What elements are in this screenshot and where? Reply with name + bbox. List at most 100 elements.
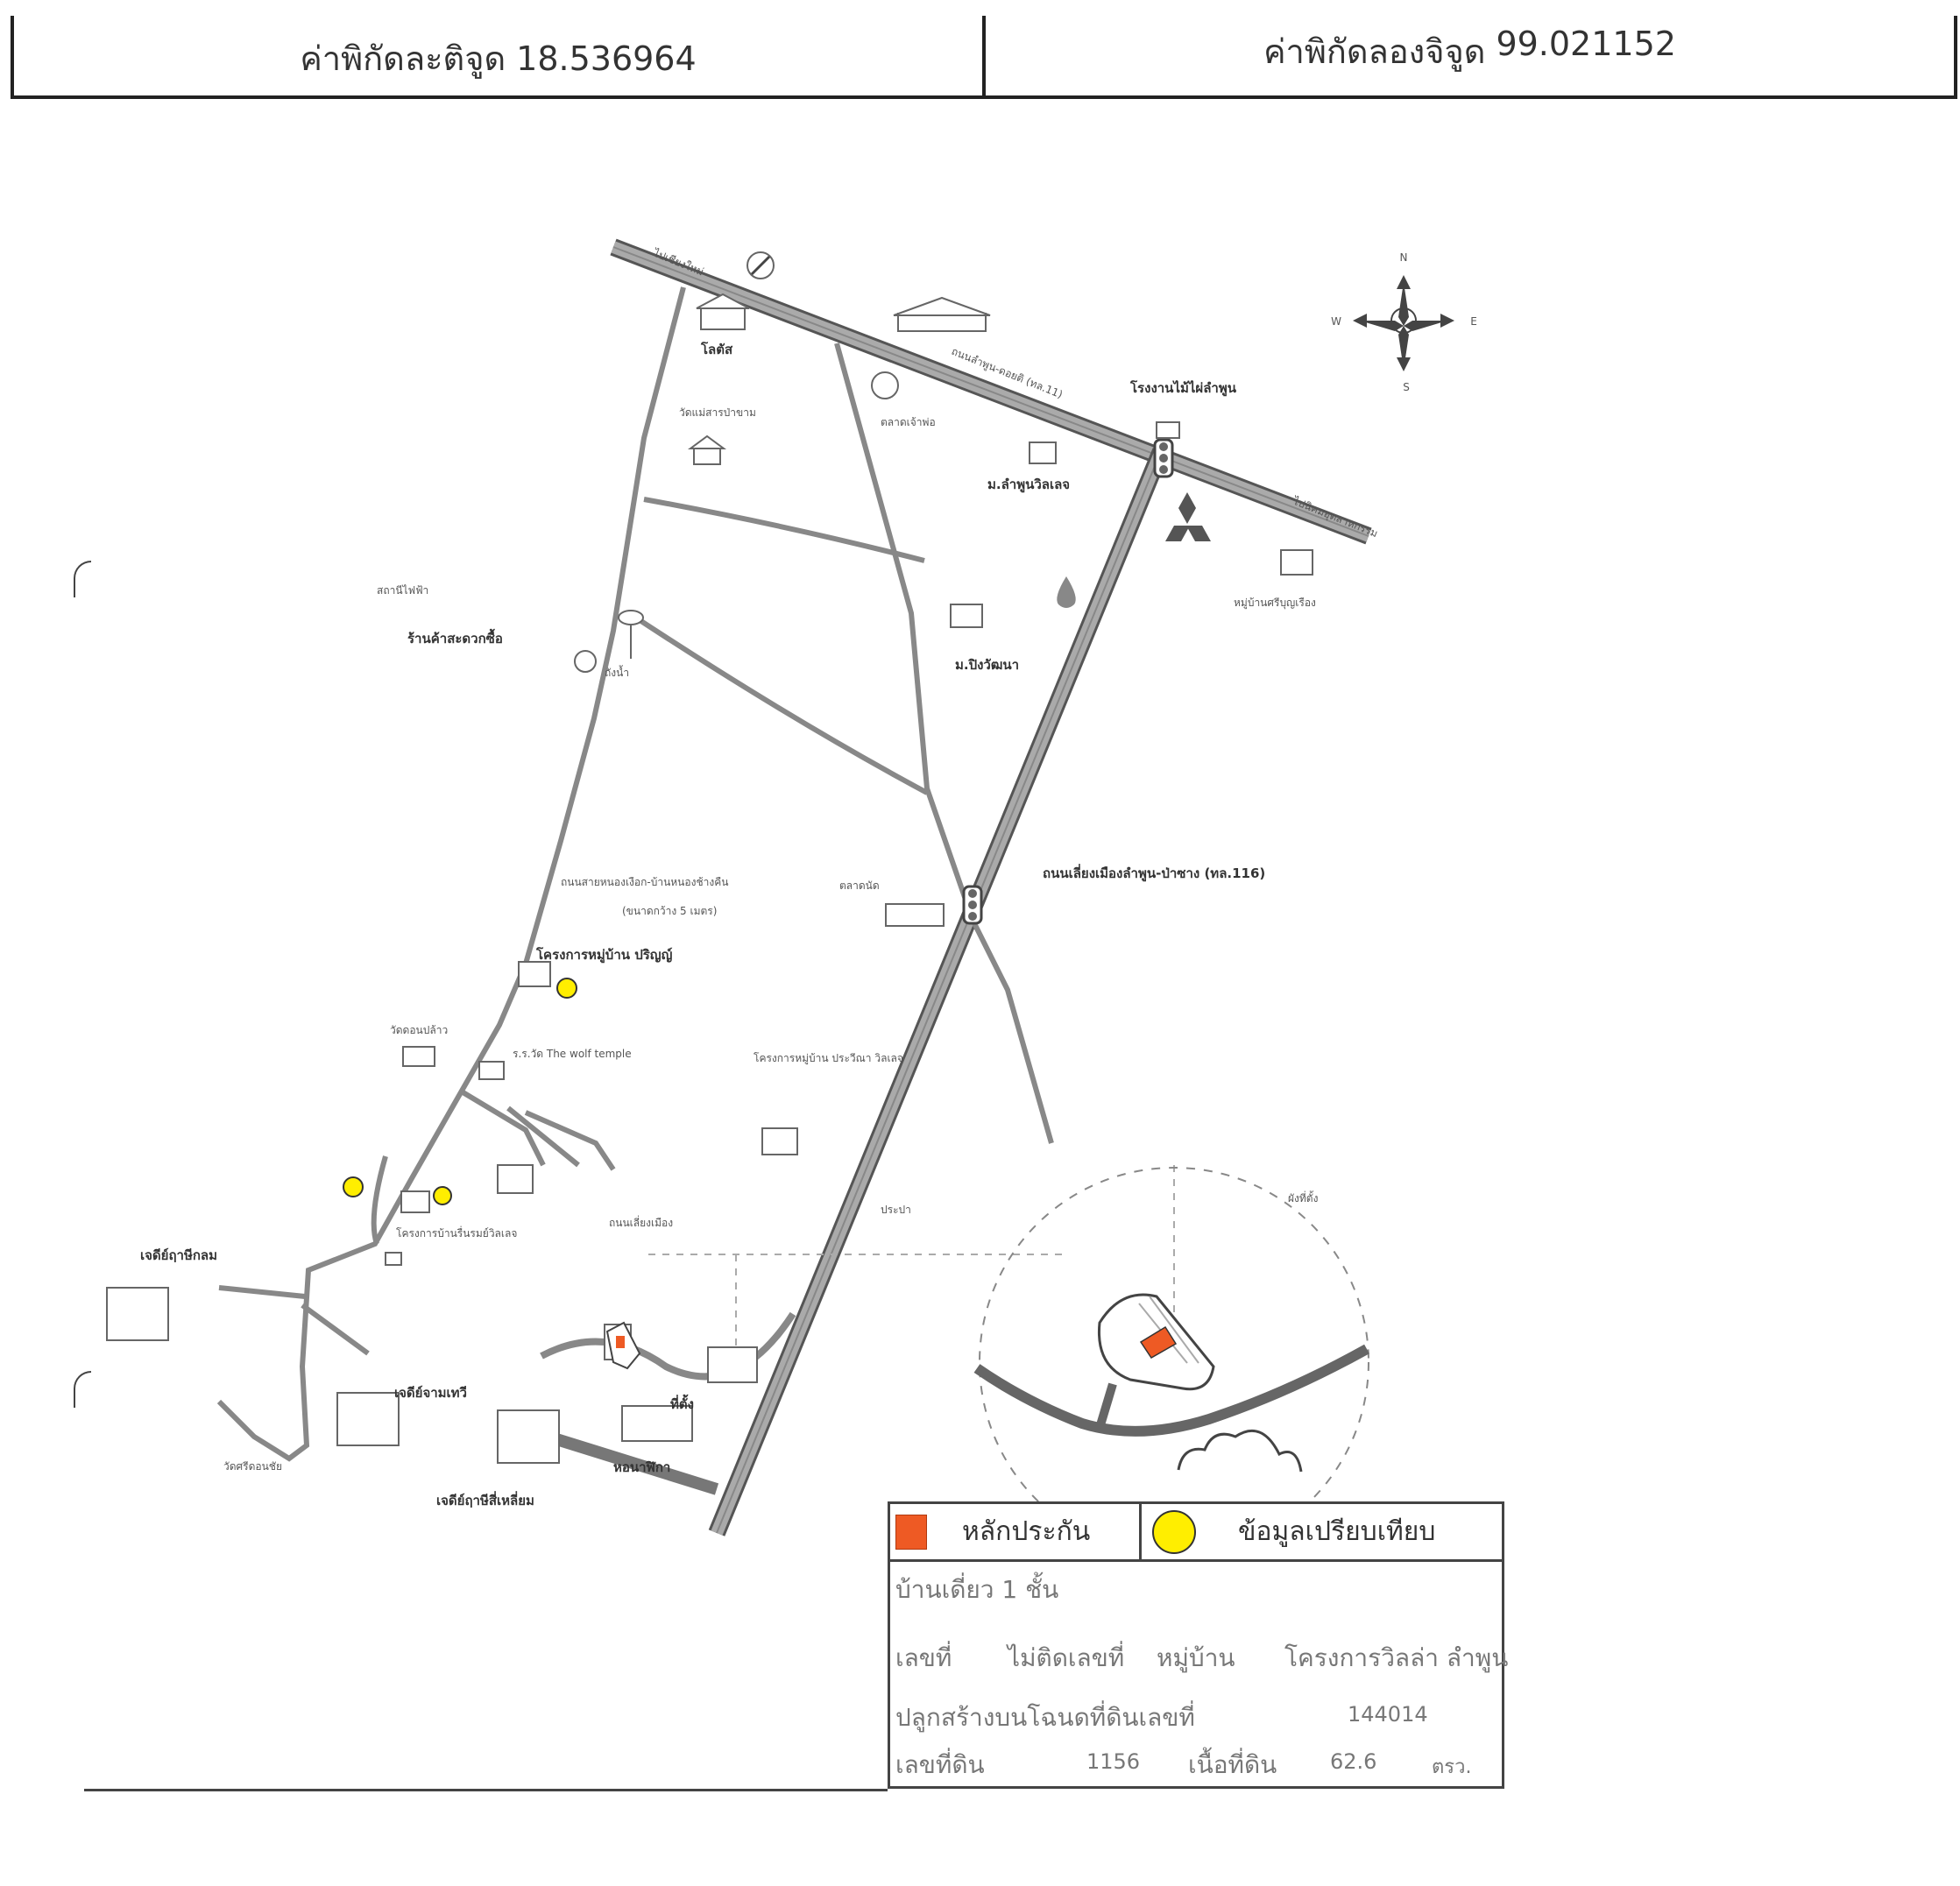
clock-tower-icon: [621, 1405, 693, 1442]
traffic-light-icon: [1153, 438, 1174, 478]
legend-table: หลักประกัน ข้อมูลเปรียบเทียบ บ้านเดี่ยว …: [888, 1501, 1508, 1789]
label-project-1: โครงการหมู่บ้าน ปริญญ์: [535, 946, 673, 964]
legend-number-row: เลขที่ ไม่ติดเลขที่ หมู่บ้าน โครงการวิลล…: [895, 1639, 1508, 1674]
traffic-light-icon: [962, 885, 983, 925]
land-no-value: 1156: [1086, 1749, 1141, 1774]
label-school: ร.ร.วัด The wolf temple: [513, 1048, 632, 1060]
guide-lines: [648, 1165, 1175, 1367]
secondary-roads: [216, 286, 1054, 1462]
label-highway-right: ถนนเลี่ยงเมืองลำพูน-ป่าซาง (ทล.116): [1043, 864, 1265, 882]
lotus-store-icon: [700, 306, 746, 330]
land-no-label: เลขที่ดิน: [895, 1750, 985, 1779]
legend-building-type: บ้านเดี่ยว 1 ชั้น: [895, 1575, 1059, 1604]
label-project-3: โครงการบ้านรื่นรมย์วิลเลจ: [396, 1226, 517, 1240]
label-school-s: วัดศรีดอนชัย: [223, 1460, 282, 1473]
longitude-label: ค่าพิกัดลองจิจูด: [1263, 32, 1486, 71]
pagoda-icon: [106, 1287, 169, 1341]
no-entry-icon: [750, 255, 771, 276]
label-lotus: โลตัส: [700, 341, 733, 357]
village-value: โครงการวิลล่า ลำพูน: [1284, 1643, 1509, 1672]
lotus-store-icon: [696, 293, 750, 309]
label-village-mid: ม.ลำพูนวิลเลจ: [987, 477, 1070, 493]
collateral-swatch: [895, 1514, 927, 1550]
area-value: 62.6: [1330, 1749, 1377, 1774]
school-icon: [478, 1061, 505, 1080]
label-hospital: ตลาดเจ้าพ่อ: [881, 416, 936, 428]
label-temple-mid: วัดดอนปล้าว: [390, 1024, 448, 1036]
label-road-south: ถนนเลี่ยงเมือง: [609, 1215, 673, 1229]
temple-icon: [687, 434, 727, 449]
label-village-ne: หมู่บ้านศรีบุญเรือง: [1234, 597, 1316, 610]
legend-collateral: หลักประกัน: [890, 1504, 1142, 1559]
compass-s: S: [1403, 381, 1410, 393]
label-water-tower: ถังน้ำ: [605, 665, 629, 679]
compass-w: W: [1331, 315, 1341, 328]
deed-label: ปลูกสร้างบนโฉนดที่ดินเลขที่: [895, 1703, 1195, 1732]
village-house-icon: [518, 961, 551, 987]
market-building-icon: [893, 296, 991, 316]
globe-icon: [574, 650, 597, 673]
compass-e: E: [1470, 315, 1477, 328]
water-tower-icon: [618, 610, 644, 625]
pagoda-icon: [336, 1392, 400, 1446]
comparison-label: ข้อมูลเปรียบเทียบ: [1238, 1516, 1436, 1547]
area-unit: ตรว.: [1432, 1756, 1472, 1778]
label-road-west: ถนนสายหนองเงือก-บ้านหนองช้างคืน: [561, 876, 728, 888]
inset-site-plan: [973, 1167, 1369, 1558]
highway-bypass: [708, 448, 1170, 1536]
comparison-swatch: [1152, 1509, 1196, 1554]
village-house-icon: [707, 1346, 758, 1383]
label-shrine-1: เจดีย์ฤาษีกลม: [140, 1247, 217, 1263]
village-house-icon: [761, 1127, 798, 1155]
label-temple-top: วัดแม่สารป่าขาม: [679, 406, 756, 419]
village-house-icon: [497, 1164, 534, 1194]
village-label: หมู่บ้าน: [1157, 1643, 1235, 1672]
label-building-s: หอนาฬิกา: [613, 1459, 670, 1475]
pagoda-icon: [497, 1409, 560, 1464]
latitude-cell: ค่าพิกัดละติจูด 18.536964: [14, 16, 986, 95]
label-factory: โรงงานไม้ไผ่ลำพูน: [1129, 379, 1237, 397]
label-pea: สถานีไฟฟ้า: [377, 584, 428, 597]
legend-deed-row: ปลูกสร้างบนโฉนดที่ดินเลขที่ 144014: [895, 1699, 1500, 1734]
landmark-icons: [106, 251, 1313, 1464]
comparison-marker: [433, 1186, 452, 1205]
deed-value: 144014: [1348, 1702, 1428, 1727]
label-shrine-2: เจดีย์จามเทวี: [394, 1385, 467, 1401]
legend-land-row: เลขที่ดิน 1156 เนื้อที่ดิน 62.6 ตรว.: [895, 1746, 1500, 1781]
label-shop: ร้านค้าสะดวกซื้อ: [407, 628, 503, 646]
longitude-value: 99.021152: [1496, 25, 1676, 63]
latitude-label: ค่าพิกัดละติจูด: [300, 39, 506, 78]
comparison-marker: [343, 1176, 364, 1197]
footer-rule: [84, 1789, 888, 1791]
highway-top: [610, 238, 1372, 545]
label-market: ตลาดนัด: [839, 879, 880, 892]
brand-logo-icon: [1165, 492, 1211, 541]
hospital-icon: [871, 371, 899, 399]
gas-station-icon: [1057, 576, 1076, 608]
collateral-label: หลักประกัน: [962, 1516, 1091, 1547]
latitude-value: 18.536964: [516, 39, 697, 78]
shophouse-icon: [885, 903, 945, 927]
coordinate-header: ค่าพิกัดละติจูด 18.536964 ค่าพิกัดลองจิจ…: [11, 16, 1957, 99]
number-label: เลขที่: [895, 1643, 952, 1672]
village-house-icon: [1280, 549, 1313, 576]
temple-icon: [402, 1046, 435, 1067]
compass-rose-icon: [1353, 275, 1454, 371]
village-house-icon: [1029, 441, 1057, 464]
label-village-mid2: ม.ปิงวัฒนา: [955, 657, 1019, 673]
village-house-icon: [400, 1190, 430, 1213]
label-project-2: โครงการหมู่บ้าน ประวีณา วิลเลจ: [754, 1052, 903, 1065]
collateral-marker-inset: [1139, 1325, 1178, 1359]
compass-n: N: [1400, 251, 1408, 264]
factory-icon: [1156, 421, 1180, 439]
label-site: ที่ตั้ง: [670, 1394, 694, 1412]
label-inset: ผังที่ตั้ง: [1288, 1190, 1318, 1204]
collateral-marker: [616, 1336, 625, 1348]
village-house-icon: [950, 604, 983, 628]
label-shrine-3: เจดีย์ฤาษีสี่เหลี่ยม: [436, 1491, 534, 1508]
pavilion-icon: [385, 1252, 402, 1266]
area-label: เนื้อที่ดิน: [1188, 1750, 1277, 1779]
legend-header-row: หลักประกัน ข้อมูลเปรียบเทียบ: [890, 1504, 1502, 1562]
legend-comparison: ข้อมูลเปรียบเทียบ: [1142, 1504, 1502, 1559]
